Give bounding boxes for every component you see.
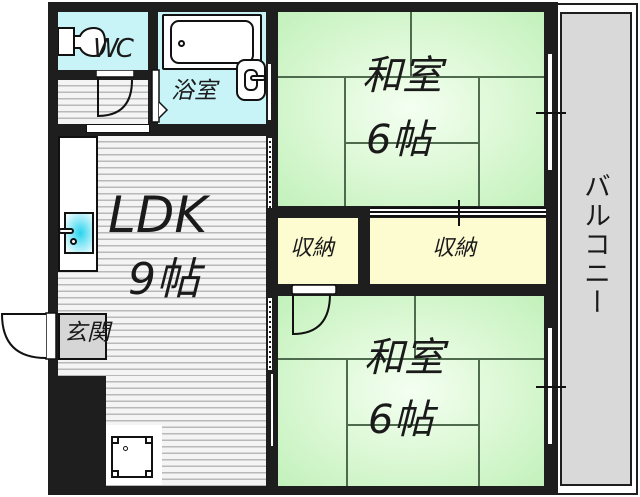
storage-small	[278, 218, 358, 284]
storage-small-label: 収納	[290, 236, 335, 261]
balcony-label: バルコニー	[579, 172, 610, 317]
washitsu-top-label: 和室	[362, 53, 442, 99]
wc-label: WC	[93, 34, 134, 64]
washing-machine-pan-icon	[111, 436, 153, 478]
washitsu-bottom-size-label: 6帖	[368, 397, 434, 443]
ldk-size-label: 9帖	[128, 254, 200, 305]
bath-label: 浴室	[171, 78, 217, 104]
storage-door-mark	[458, 200, 460, 226]
storage-large	[370, 218, 546, 284]
ldk-label: LDK	[108, 186, 208, 244]
ldk-sliding-door-top[interactable]	[266, 136, 274, 210]
bath-door	[150, 68, 170, 124]
balcony	[560, 12, 632, 486]
ldk-sliding-door-bottom[interactable]	[266, 296, 274, 372]
washitsu-bottom	[278, 296, 544, 486]
hallway-floor	[58, 80, 148, 124]
entrance	[58, 313, 107, 360]
washitsu-bottom-side-window[interactable]	[269, 372, 275, 448]
entrance-label: 玄関	[64, 320, 110, 346]
pipe-shaft	[58, 376, 106, 486]
washitsu-top-size-label: 6帖	[366, 117, 432, 163]
washbasin-icon	[236, 59, 266, 101]
washitsu-bottom-label: 和室	[364, 335, 444, 381]
storage-large-label: 収納	[432, 236, 477, 261]
washitsu-bottom-door[interactable]	[290, 284, 338, 336]
kitchen-sink-icon	[58, 212, 94, 254]
toilet-icon	[57, 25, 107, 59]
washitsu-top	[278, 12, 544, 206]
wc-door	[95, 69, 135, 118]
window-mark-bottom	[536, 386, 566, 388]
hall-threshold	[86, 124, 150, 133]
entrance-door[interactable]	[0, 312, 60, 360]
bath-window	[266, 62, 273, 122]
kitchen-counter	[58, 136, 98, 272]
window-mark-top	[536, 112, 566, 114]
